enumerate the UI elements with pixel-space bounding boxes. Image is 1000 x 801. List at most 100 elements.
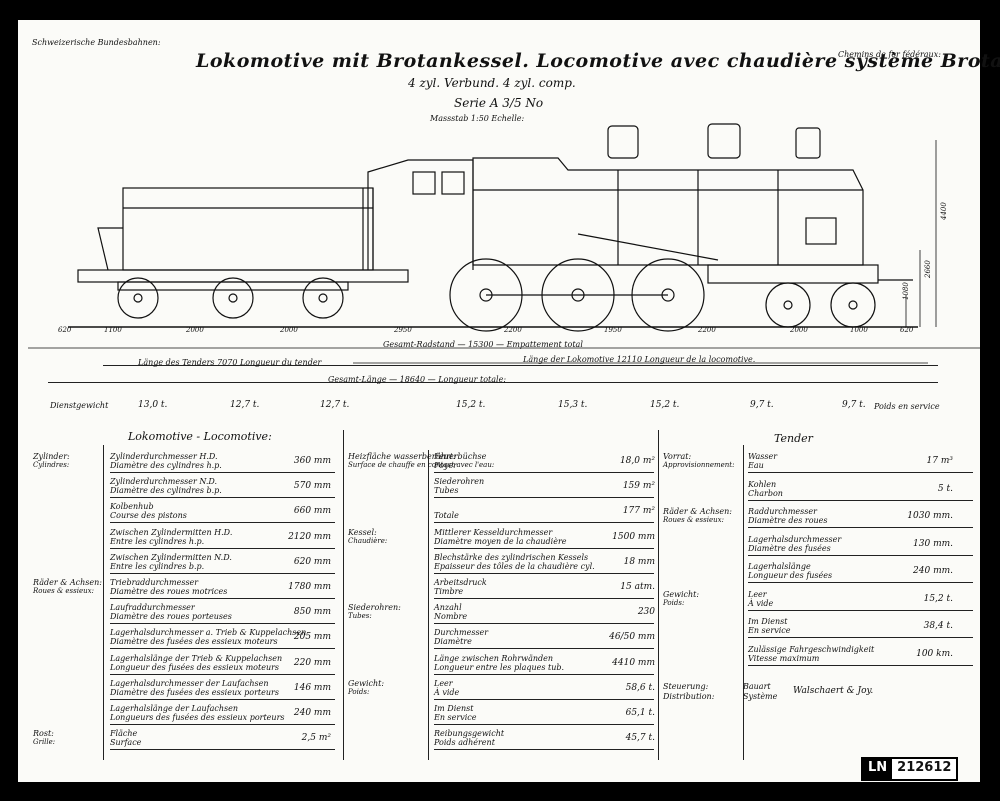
dim-10: 620 — [900, 326, 914, 334]
spec-label-de: Leer — [434, 678, 453, 688]
spec-label-de: Zylinderdurchmesser H.D. — [110, 452, 218, 461]
spec-label-de: Zylinderdurchmesser N.D. — [110, 477, 218, 487]
tender-heading: Tender — [774, 432, 813, 445]
spec-label-de: Feuerbüchse — [434, 452, 487, 461]
spec-value: 46/50 mm — [609, 632, 655, 643]
spec-label-fr: Nombre — [434, 612, 468, 622]
height-dim-4400: 4400 — [940, 202, 948, 220]
dimension-lines — [28, 347, 980, 364]
total-length-label: Gesamt-Länge — 18640 — Longueur totale: — [328, 375, 507, 384]
spec-label-fr: Diamètre moyen de la chaudière — [434, 536, 567, 546]
spec-value: 130 mm. — [913, 538, 953, 549]
spec-group-fr: Poids: — [663, 598, 685, 607]
spec-label-fr: En service — [748, 626, 791, 635]
spec-label-fr: Entre les cylindres h.p. — [110, 536, 205, 546]
dim-4: 2950 — [394, 326, 412, 334]
spec-group-fr: Roues & essieux: — [33, 587, 94, 595]
spec-value: 45,7 t. — [625, 733, 655, 744]
spec-value: 18 mm — [623, 556, 655, 567]
axle-load-6: 15,2 t. — [650, 400, 680, 410]
dim-9: 1000 — [850, 326, 868, 334]
spec-label-de: Triebraddurchmesser — [110, 578, 199, 587]
dim-1: 1100 — [104, 326, 122, 334]
axle-load-3: 12,7 t. — [320, 400, 350, 410]
height-dim-1080: 1080 — [902, 282, 910, 300]
spec-group-fr: Chaudière: — [348, 536, 388, 545]
spec-value: 230 — [637, 607, 655, 618]
spec-value: 850 mm — [293, 607, 331, 618]
spec-label-de: Lagerhalsdurchmesser der Laufachsen — [110, 678, 269, 688]
spec-label-fr: Longueur des fusées — [748, 571, 833, 580]
dim-8: 2000 — [790, 326, 808, 334]
spec-label-fr: Totale — [434, 511, 459, 521]
scale-label: Massstab 1:50 Echelle: — [430, 114, 525, 123]
axle-load-8: 9,7 t. — [842, 400, 866, 410]
spec-group: Räder & Achsen: — [33, 578, 102, 587]
spec-value: 159 m² — [622, 481, 655, 492]
spec-group-fr: Grille: — [33, 738, 56, 747]
spec-label-de: Siederohren — [434, 477, 485, 487]
height-dimension-lines — [905, 140, 937, 327]
spec-label-fr: Timbre — [434, 587, 464, 596]
spec-group-fr: Tubes: — [348, 612, 372, 621]
spec-group-fr: Poids: — [348, 687, 370, 696]
tender-length-label: Länge des Tenders 7070 Longueur du tende… — [138, 358, 322, 367]
spec-value: 1030 mm. — [907, 511, 953, 521]
spec-value: 18,0 m² — [619, 456, 655, 466]
column-divider-2 — [658, 430, 659, 760]
archive-stamp: LN 212612 — [861, 757, 959, 781]
spec-label-de: Mittlerer Kesseldurchmesser — [434, 527, 553, 537]
spec-label-fr: Charbon — [748, 488, 783, 498]
header-left: Schweizerische Bundesbahnen: — [32, 38, 161, 47]
axle-load-label: Dienstgewicht — [50, 401, 109, 410]
spec-value: 15,2 t. — [923, 593, 953, 604]
spec-label-de: Fläche — [110, 729, 138, 739]
spec-value: 58,6 t. — [625, 682, 655, 693]
driving-wheels — [449, 258, 913, 332]
spec-label-fr: Epaisseur des tôles de la chaudière cyl. — [434, 561, 595, 571]
spec-label-fr: Vitesse maximum — [748, 653, 820, 663]
wheelbase-label: Gesamt-Radstand — 15300 — Empattement to… — [383, 340, 583, 349]
spec-label-de: Lagerhalsdurchmesser — [748, 534, 842, 544]
spec-label-de: Lagerhalsdurchmesser a. Trieb & Kuppelac… — [110, 628, 307, 638]
spec-label-de: Durchmesser — [434, 628, 489, 638]
axle-load-5: 15,3 t. — [558, 400, 588, 410]
spec-label-de: Kolbenhub — [110, 502, 154, 512]
spec-label-fr: Foyer — [434, 461, 458, 470]
spec-value: 620 mm — [293, 556, 331, 567]
axle-load-7: 9,7 t. — [750, 400, 774, 410]
axle-load-1: 13,0 t. — [138, 400, 168, 410]
cab-outline — [367, 159, 474, 270]
spec-label-de: Im Dienst — [434, 704, 474, 713]
spec-group: Kessel: — [348, 527, 377, 537]
spec-label-fr: Surface — [110, 738, 142, 748]
axle-load-2: 12,7 t. — [230, 400, 260, 410]
series-label: Serie A 3/5 No — [454, 96, 544, 110]
spec-label-de: Anzahl — [434, 603, 462, 613]
spec-label-fr: À vide — [748, 598, 774, 608]
spec-label-fr: Diamètre des roues porteuses — [110, 612, 232, 622]
spec-label-de: Lagerhalslänge der Laufachsen — [110, 704, 239, 713]
spec-value: 146 mm — [293, 682, 331, 693]
axle-load-label-fr: Poids en service — [874, 402, 940, 411]
spec-group: Zylinder: — [33, 452, 70, 461]
spec-label-fr: Poids adhérent — [434, 738, 495, 748]
spec-value: 360 mm — [293, 456, 331, 466]
spec-value: 38,4 t. — [923, 621, 953, 631]
spec-value: 240 mm — [293, 708, 331, 718]
spec-label-de: Länge zwischen Rohrwänden — [434, 653, 554, 663]
spec-label-de: Lagerhalslänge der Trieb & Kuppelachsen — [110, 653, 283, 663]
height-dim-2660: 2660 — [924, 260, 932, 278]
spec-label-fr: Tubes — [434, 486, 459, 496]
subtitle: 4 zyl. Verbund. 4 zyl. comp. — [408, 76, 576, 90]
spec-value: 2120 mm — [288, 531, 331, 542]
spec-value: 1780 mm — [288, 582, 331, 592]
dim-6: 1950 — [604, 326, 622, 334]
spec-label-fr: Longueur entre les plaques tub. — [434, 662, 565, 672]
dim-2: 2000 — [186, 326, 204, 334]
tender-outline — [77, 187, 409, 283]
spec-label-fr: Diamètre des roues motrices — [110, 587, 228, 596]
page-title: Lokomotive mit Brotankessel. Locomotive … — [196, 50, 1000, 72]
spec-label-fr: Course des pistons — [110, 511, 187, 521]
steering-type-fr: Système — [743, 692, 778, 701]
